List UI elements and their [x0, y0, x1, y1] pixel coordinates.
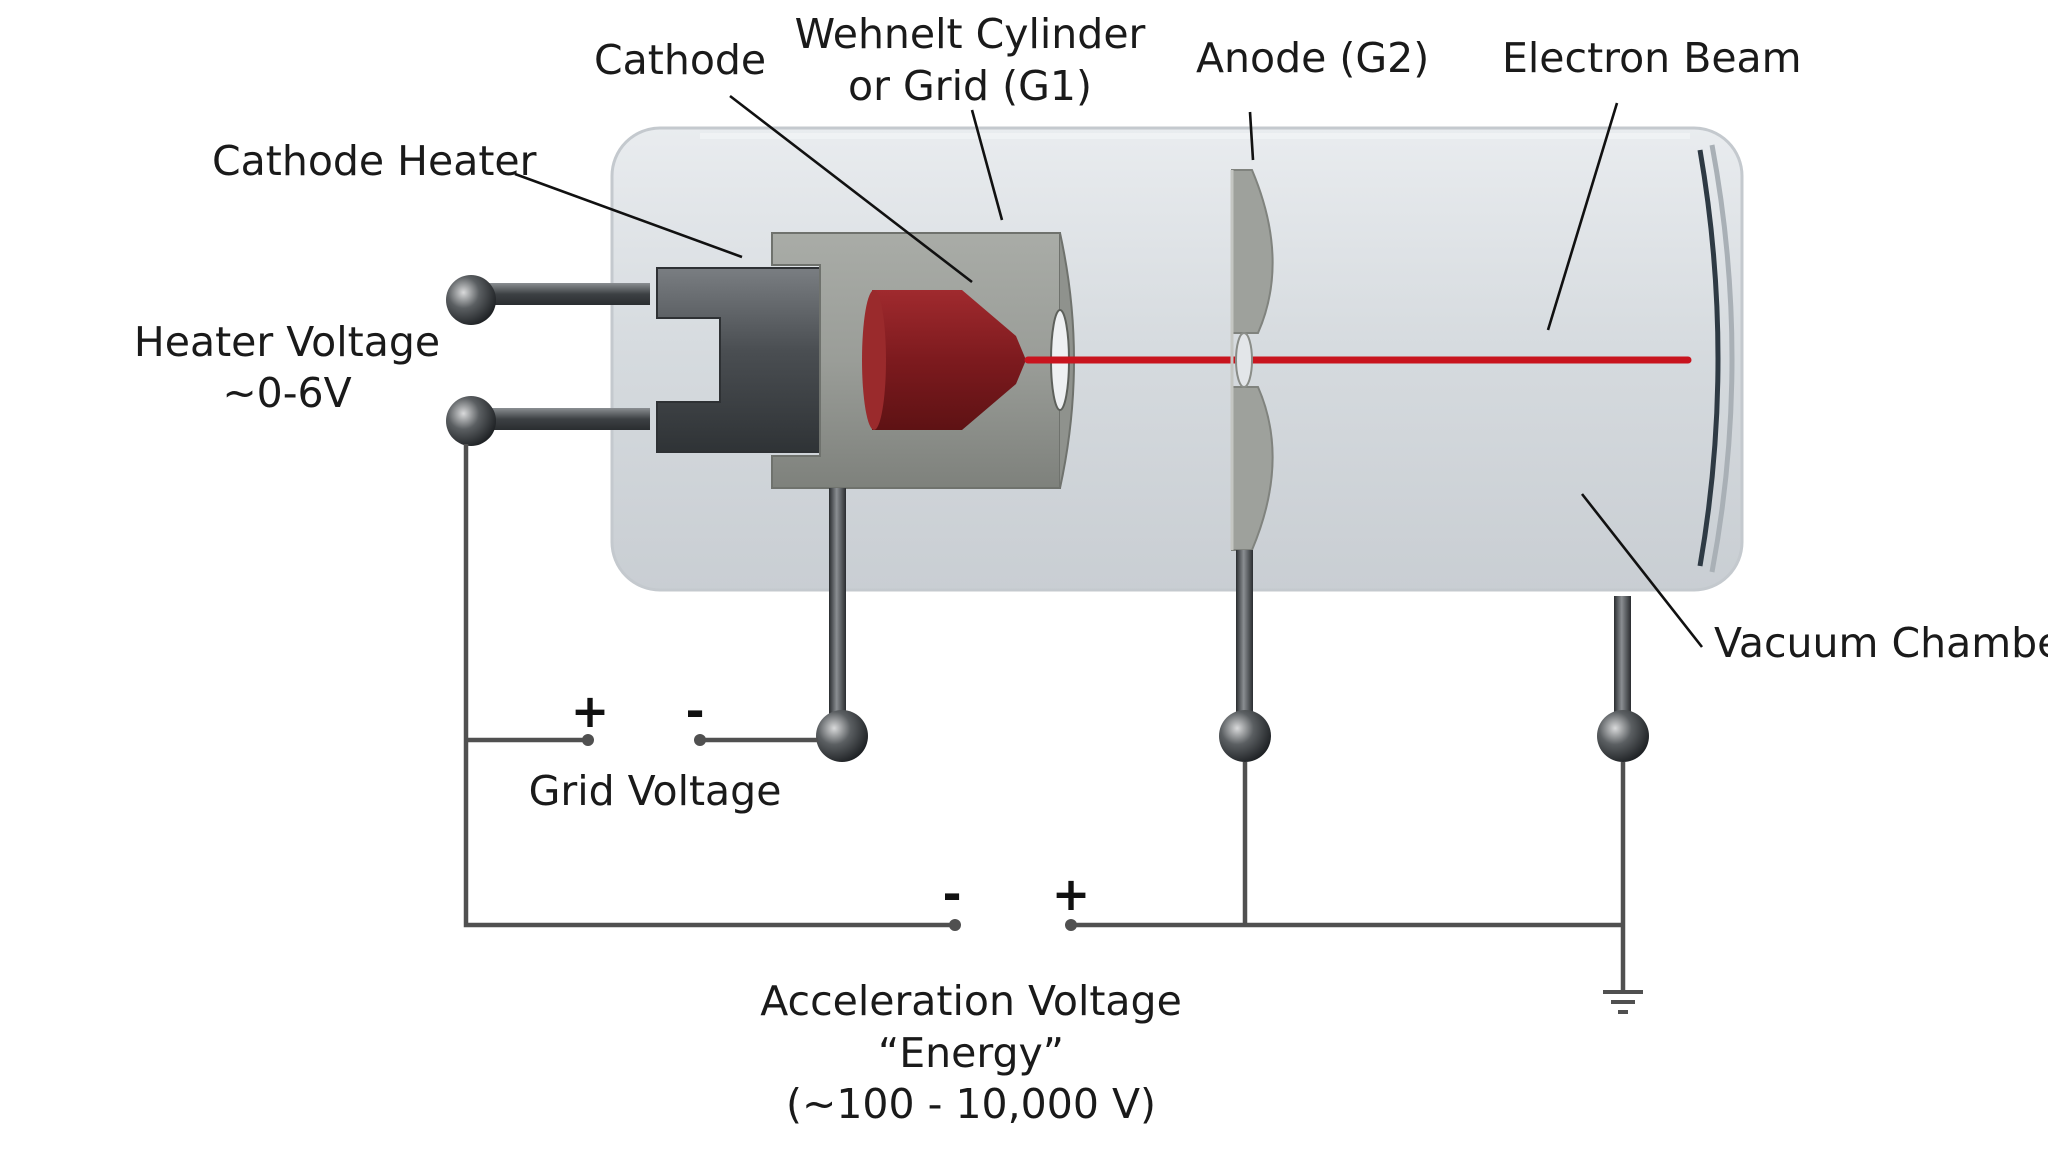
labels: Cathode Wehnelt Cylinder or Grid (G1) An… — [134, 10, 2048, 1128]
label-vacuum-chamber: Vacuum Chamber — [1714, 619, 2048, 667]
circuit-wires — [463, 444, 1626, 990]
anode-plate — [1230, 169, 1274, 551]
cathode — [862, 290, 1026, 430]
anode-terminal — [1219, 710, 1271, 762]
chamber-rod — [1614, 596, 1631, 730]
accel-plus-sign: + — [1052, 867, 1091, 921]
polarity-marks: + - - + — [571, 684, 1091, 921]
label-accel-line2: “Energy” — [878, 1029, 1064, 1077]
grid-plus-sign: + — [571, 684, 610, 738]
accel-minus-sign: - — [942, 867, 961, 921]
label-accel-line3: (~100 - 10,000 V) — [786, 1080, 1156, 1128]
chamber-terminal — [1597, 710, 1649, 762]
anode-rod — [1236, 550, 1253, 730]
label-wehnelt-line1: Wehnelt Cylinder — [795, 10, 1146, 58]
heater-rod-bottom — [470, 408, 650, 430]
grid-rod — [829, 488, 846, 728]
label-electron-beam: Electron Beam — [1502, 34, 1802, 82]
heater-rod-top — [470, 283, 650, 305]
grid-minus-sign: - — [685, 684, 704, 738]
label-wehnelt-line2: or Grid (G1) — [848, 62, 1092, 110]
support-rods — [816, 488, 1649, 762]
label-accel-line1: Acceleration Voltage — [760, 977, 1182, 1025]
label-anode: Anode (G2) — [1196, 34, 1429, 82]
heater-terminals — [446, 275, 650, 446]
heater-terminal-bottom — [446, 396, 496, 446]
label-heater-voltage-line1: Heater Voltage — [134, 318, 440, 366]
ground-icon — [1603, 990, 1643, 1014]
label-grid-voltage: Grid Voltage — [529, 767, 782, 815]
label-cathode-heater: Cathode Heater — [212, 137, 537, 185]
leader-lines — [514, 94, 1704, 648]
grid-terminal — [816, 710, 868, 762]
heater-terminal-top — [446, 275, 496, 325]
label-heater-voltage-line2: ~0-6V — [222, 369, 351, 417]
label-cathode: Cathode — [594, 36, 766, 84]
